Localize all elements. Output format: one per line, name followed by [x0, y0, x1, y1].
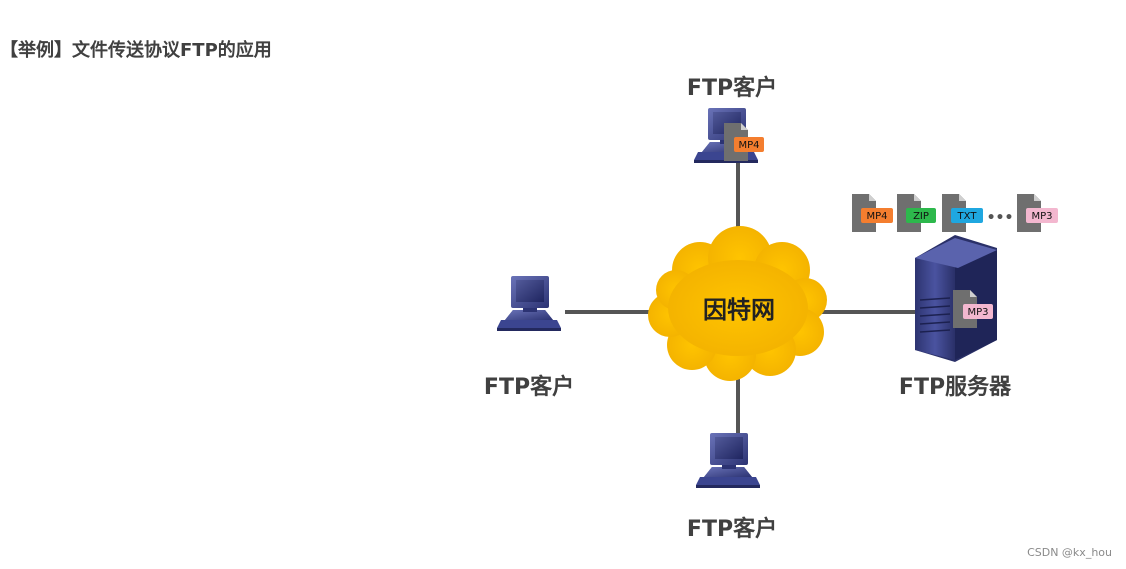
- page-title: 【举例】文件传送协议FTP的应用: [0, 40, 272, 61]
- left-client-label: FTP客户: [483, 375, 575, 400]
- left-client-computer-icon: [497, 276, 561, 331]
- server-file-label-4: MP3: [1031, 211, 1052, 222]
- server-file-label-2: ZIP: [913, 211, 929, 222]
- server-file-label-1: MP4: [866, 211, 887, 222]
- watermark: CSDN @kx_hou: [1027, 546, 1112, 559]
- server-file-label-3: TXT: [957, 211, 978, 222]
- server-label: FTP服务器: [898, 375, 1012, 400]
- server-file-mp4-icon: MP4: [852, 194, 893, 232]
- server-disk-mp3-icon: MP3: [953, 290, 993, 328]
- top-client-label: FTP客户: [686, 76, 778, 101]
- client-file-mp4-icon: MP4: [724, 123, 764, 161]
- cloud-label: 因特网: [703, 296, 775, 324]
- ftp-server-icon: [915, 235, 997, 362]
- internet-cloud: 因特网: [648, 226, 827, 381]
- client-file-label: MP4: [738, 140, 759, 151]
- bottom-client-computer-icon: [696, 433, 760, 488]
- server-file-zip-icon: ZIP: [897, 194, 936, 232]
- files-ellipsis: •••: [987, 210, 1014, 226]
- server-file-mp3-icon: MP3: [1017, 194, 1058, 232]
- server-disk-file-label: MP3: [967, 307, 988, 318]
- bottom-client-label: FTP客户: [686, 517, 778, 542]
- server-file-txt-icon: TXT: [942, 194, 983, 232]
